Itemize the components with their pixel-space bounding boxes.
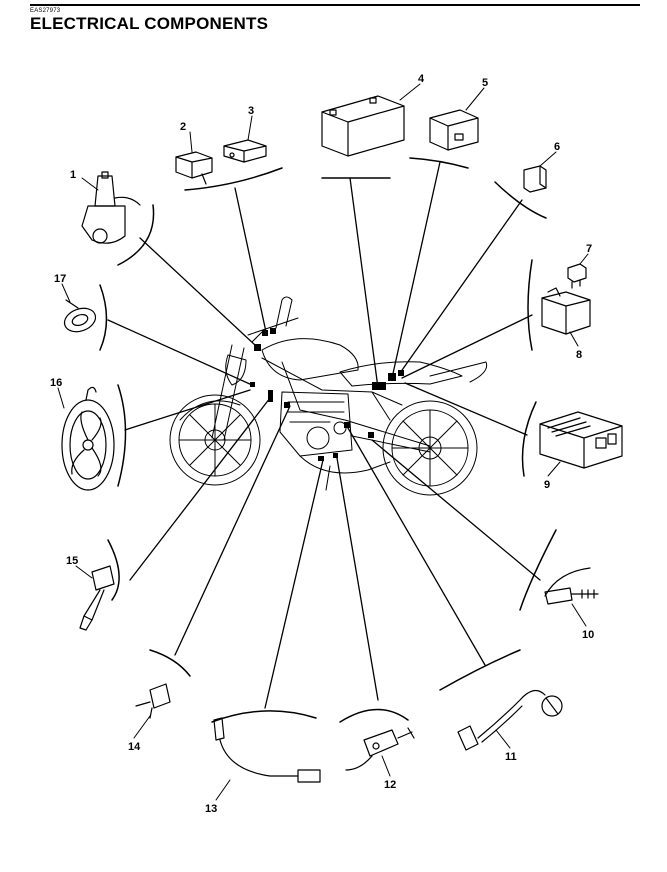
page-title: ELECTRICAL COMPONENTS — [30, 14, 269, 33]
callout-5: 5 — [482, 77, 488, 89]
starter-relay-drawing — [541, 287, 591, 335]
rectifier-regulator-drawing — [539, 411, 623, 469]
pressure-sensor-drawing — [345, 727, 415, 771]
ignition-coil-drawing — [79, 565, 115, 631]
connector-drawing — [523, 165, 547, 193]
callout-7: 7 — [586, 243, 592, 255]
callout-9: 9 — [544, 479, 550, 491]
sensor-drawing — [544, 567, 599, 605]
callout-brackets — [99, 157, 557, 723]
o2-sensor-drawing — [213, 717, 321, 783]
fuse-box-drawing — [429, 109, 479, 151]
callout-12: 12 — [384, 779, 396, 791]
battery-drawing — [321, 95, 405, 157]
callout-numbers: 1 2 3 4 5 6 7 8 9 10 11 12 13 14 15 16 1… — [50, 73, 594, 815]
callout-17: 17 — [54, 273, 66, 285]
callout-8: 8 — [576, 349, 582, 361]
callout-14: 14 — [128, 741, 141, 753]
horn-drawing — [63, 299, 97, 333]
leader-lines — [107, 161, 541, 709]
callout-4: 4 — [418, 73, 425, 85]
header-rule — [30, 4, 640, 6]
callout-2: 2 — [180, 121, 186, 133]
callout-1: 1 — [70, 169, 76, 181]
main-switch-drawing — [81, 171, 141, 244]
document-code: EAS27973 — [30, 8, 61, 14]
callout-11: 11 — [505, 751, 517, 763]
callout-ticks — [57, 83, 589, 801]
motorcycle-illustration — [169, 296, 488, 496]
relay-drawing — [223, 139, 267, 163]
switch-harness-drawing — [457, 689, 563, 751]
speed-sensor-drawing — [135, 683, 171, 719]
radiator-fan-drawing — [61, 386, 115, 491]
relay-drawing — [175, 151, 213, 185]
callout-3: 3 — [248, 105, 254, 117]
callout-6: 6 — [554, 141, 560, 153]
callout-16: 16 — [50, 377, 62, 389]
callout-13: 13 — [205, 803, 217, 815]
callout-15: 15 — [66, 555, 78, 567]
callout-10: 10 — [582, 629, 594, 641]
fuse-drawing — [567, 263, 587, 289]
